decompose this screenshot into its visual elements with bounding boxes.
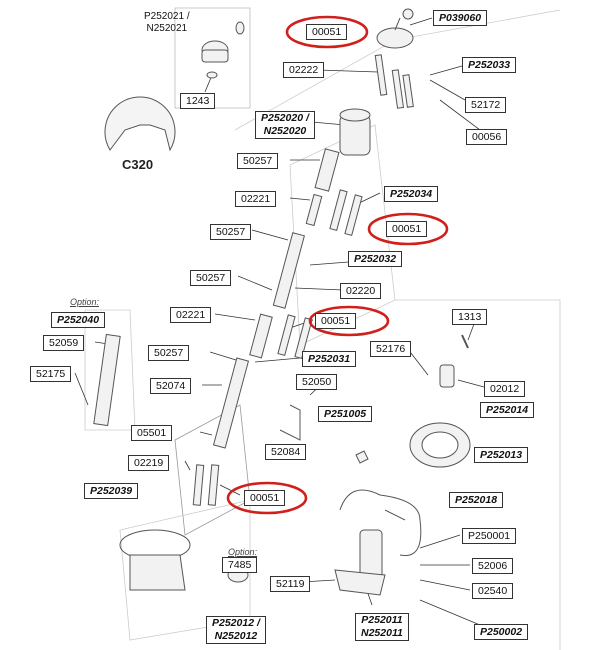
label-p252031: P252031 xyxy=(302,351,357,367)
label-option-1: Option: xyxy=(70,297,100,307)
label-1313: 1313 xyxy=(452,309,488,325)
handle-part xyxy=(376,27,414,49)
highlight-rings xyxy=(226,15,449,515)
label-52172: 52172 xyxy=(465,97,507,113)
label-50257-b: 50257 xyxy=(210,224,252,240)
label-00051-top: 00051 xyxy=(306,24,348,40)
label-02012: 02012 xyxy=(484,381,526,397)
label-p250002: P250002 xyxy=(474,624,529,640)
frame-top-left xyxy=(174,7,251,109)
label-00051-bottom: 00051 xyxy=(244,490,286,506)
shaft-main xyxy=(272,232,305,309)
c320-ring xyxy=(104,96,176,152)
label-52074: 52074 xyxy=(150,378,192,394)
label-1243: 1243 xyxy=(180,93,216,109)
label-52050: 52050 xyxy=(296,374,338,390)
label-p252033: P252033 xyxy=(462,57,517,73)
label-p252014: P252014 xyxy=(480,402,535,418)
highlight-00051-lower xyxy=(308,305,390,337)
label-02219: 02219 xyxy=(128,455,170,471)
reel-frame-part xyxy=(129,554,186,591)
label-p252039: P252039 xyxy=(84,483,139,499)
label-52006: 52006 xyxy=(472,558,514,574)
label-00051-lower: 00051 xyxy=(315,313,357,329)
label-05501: 05501 xyxy=(131,425,173,441)
highlight-00051-mid xyxy=(367,212,449,246)
label-50257-c: 50257 xyxy=(190,270,232,286)
basket-part xyxy=(339,489,422,557)
label-c320: C320 xyxy=(122,157,154,172)
label-02540: 02540 xyxy=(472,583,514,599)
label-50257-a: 50257 xyxy=(237,153,279,169)
label-50257-d: 50257 xyxy=(148,345,190,361)
label-option-2: Option: xyxy=(228,547,258,557)
label-02220: 02220 xyxy=(340,283,382,299)
highlight-00051-bottom xyxy=(226,481,308,515)
parts xyxy=(93,8,471,596)
label-p251005: P251005 xyxy=(318,406,373,422)
label-7485: 7485 xyxy=(222,557,258,573)
label-02222: 02222 xyxy=(283,62,325,78)
label-52176: 52176 xyxy=(370,341,412,357)
clip-part xyxy=(279,404,301,441)
label-02221-b: 02221 xyxy=(170,307,212,323)
label-02221-a: 02221 xyxy=(235,191,277,207)
frame-right-lower xyxy=(395,299,561,650)
label-52084: 52084 xyxy=(265,444,307,460)
label-00051-mid: 00051 xyxy=(386,221,428,237)
label-p252040: P252040 xyxy=(51,312,106,328)
label-52119: 52119 xyxy=(270,576,311,592)
label-52175: 52175 xyxy=(30,366,72,382)
label-00056: 00056 xyxy=(466,129,508,145)
label-52059: 52059 xyxy=(43,335,85,351)
option-tube xyxy=(93,333,121,427)
leader-lines xyxy=(74,17,485,626)
label-p252020: P252020 /N252020 xyxy=(255,111,315,139)
label-p252013: P252013 xyxy=(474,447,529,463)
label-p252012: P252012 /N252012 xyxy=(206,616,266,644)
label-p250001: P250001 xyxy=(462,528,517,544)
label-p252021: P252021 /N252021 xyxy=(144,11,190,34)
label-p039060: P039060 xyxy=(433,10,488,26)
label-p252032: P252032 xyxy=(348,251,403,267)
label-p252018: P252018 xyxy=(449,492,504,508)
label-p252034: P252034 xyxy=(384,186,439,202)
highlight-00051-top xyxy=(285,15,369,49)
